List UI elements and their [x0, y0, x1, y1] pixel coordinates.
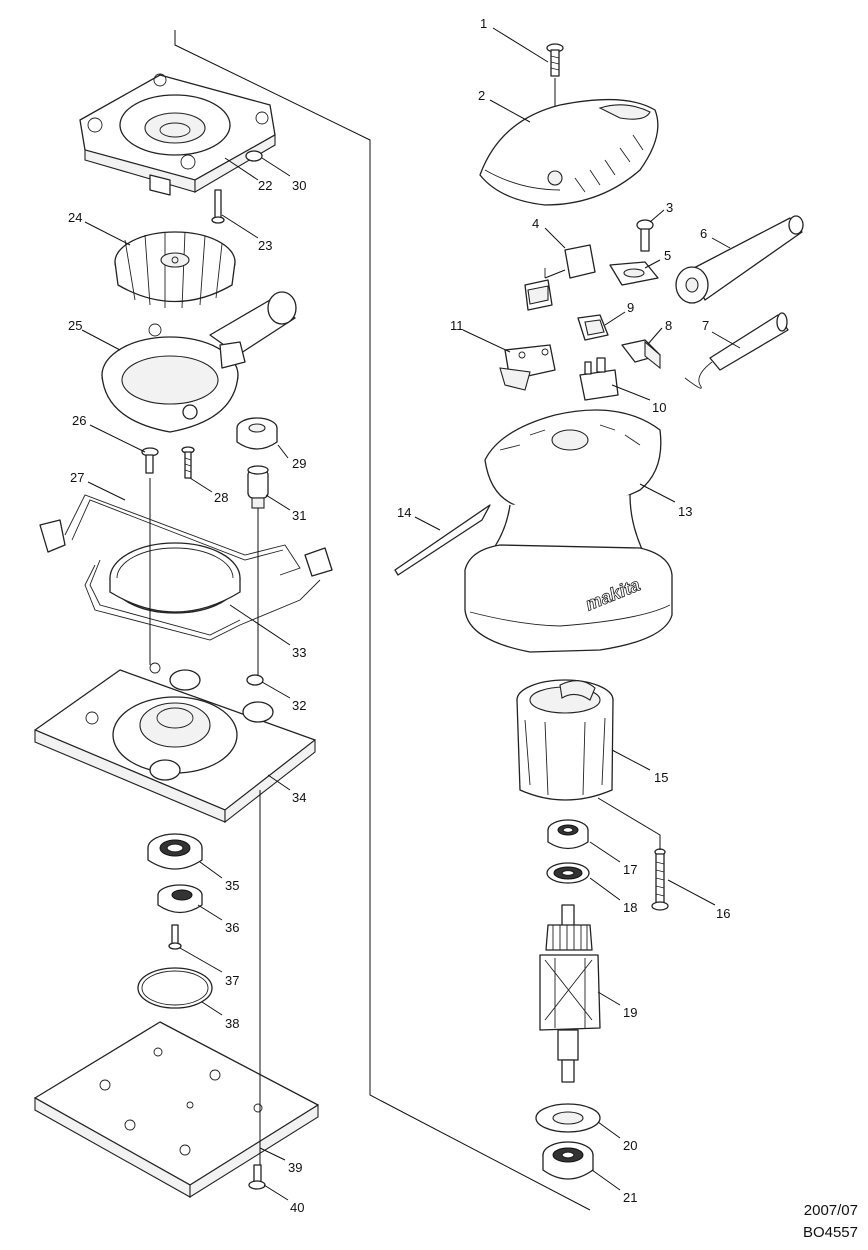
label-3: 3 [666, 200, 673, 215]
leader-lines [81, 27, 741, 1201]
label-23: 23 [258, 238, 272, 253]
part-15-field [516, 679, 614, 801]
part-25-fan-housing [101, 291, 297, 433]
label-4: 4 [532, 216, 539, 231]
part-10-terminal [579, 357, 619, 401]
label-25: 25 [68, 318, 82, 333]
label-13: 13 [678, 504, 692, 519]
label-5: 5 [664, 248, 671, 263]
part-28-screw [181, 446, 195, 479]
part-33-ring [109, 542, 241, 614]
label-21: 21 [623, 1190, 637, 1205]
label-34: 34 [292, 790, 306, 805]
part-7-cord [684, 312, 789, 389]
part-40-screw [248, 1164, 266, 1190]
part-23-screw [211, 189, 225, 224]
part-20-baffle-plate [535, 1103, 601, 1133]
label-8: 8 [665, 318, 672, 333]
label-31: 31 [292, 508, 306, 523]
part-26-screw [141, 447, 159, 474]
part-9-brush-holder [577, 314, 609, 341]
footer-code: BO4557 [802, 1224, 858, 1241]
part-32-o-ring [246, 674, 264, 686]
label-20: 20 [623, 1138, 637, 1153]
label-15: 15 [654, 770, 668, 785]
label-7: 7 [702, 318, 709, 333]
label-10: 10 [652, 400, 666, 415]
part-31-rubber-pin [247, 465, 269, 509]
label-2: 2 [478, 88, 485, 103]
part-8-brush [621, 339, 661, 370]
assembly-outline [174, 30, 591, 1211]
part-14-label [394, 504, 491, 576]
label-19: 19 [623, 1005, 637, 1020]
part-13-motor-housing: makita [464, 409, 673, 653]
label-33: 33 [292, 645, 306, 660]
label-28: 28 [214, 490, 228, 505]
label-37: 37 [225, 973, 239, 988]
part-21-bearing [542, 1141, 594, 1180]
footer-date: 2007/07 [803, 1202, 858, 1219]
part-number-labels: 1 2 3 4 5 6 7 8 9 10 11 13 14 15 16 17 1… [68, 16, 730, 1215]
part-24-fan [114, 231, 236, 309]
part-19-armature [539, 904, 601, 1083]
part-17-bearing [547, 819, 589, 850]
part-34-base [34, 662, 316, 824]
label-26: 26 [72, 413, 86, 428]
label-17: 17 [623, 862, 637, 877]
part-6-side-handle [675, 215, 804, 304]
part-35-bearing [147, 833, 203, 870]
part-27-lever-wire [39, 494, 333, 641]
left-guide-lines [149, 478, 261, 1165]
label-6: 6 [700, 226, 707, 241]
label-38: 38 [225, 1016, 239, 1031]
part-36-eccentric [157, 884, 203, 914]
label-16: 16 [716, 906, 730, 921]
label-39: 39 [288, 1160, 302, 1175]
label-9: 9 [627, 300, 634, 315]
part-39-pad [34, 1021, 319, 1198]
part-2-rear-cover [479, 98, 659, 206]
label-18: 18 [623, 900, 637, 915]
right-guide-line [597, 797, 661, 850]
part-16-screw [651, 848, 669, 911]
label-24: 24 [68, 210, 82, 225]
part-30-o-ring [245, 150, 263, 162]
part-11-switch [499, 344, 556, 391]
part-18-washer [546, 862, 590, 884]
part-38-o-ring [137, 967, 213, 1009]
label-32: 32 [292, 698, 306, 713]
part-22-flange-housing [79, 73, 276, 196]
label-14: 14 [397, 505, 411, 520]
label-29: 29 [292, 456, 306, 471]
label-1: 1 [480, 16, 487, 31]
label-22: 22 [258, 178, 272, 193]
label-30: 30 [292, 178, 306, 193]
label-35: 35 [225, 878, 239, 893]
part-37-screw [168, 924, 182, 950]
label-27: 27 [70, 470, 84, 485]
part-29-bushing [236, 417, 278, 450]
label-36: 36 [225, 920, 239, 935]
part-4-carbon-brush [524, 244, 596, 311]
label-11: 11 [450, 318, 464, 333]
part-3-screw [636, 219, 654, 252]
label-40: 40 [290, 1200, 304, 1215]
